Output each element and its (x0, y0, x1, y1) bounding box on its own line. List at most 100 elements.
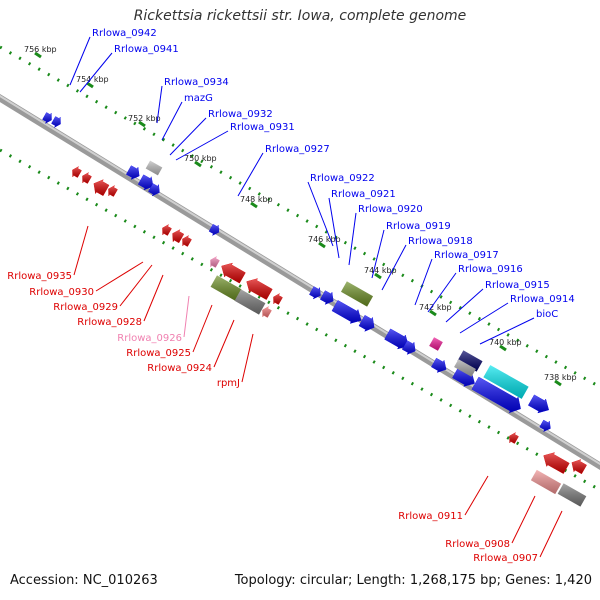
leader-line (371, 229, 385, 279)
rna-gene-box (341, 281, 373, 307)
accession-label: Accession: (10, 573, 79, 588)
misc-feature-box (429, 337, 443, 351)
gene-label: Rrlowa_0935 (7, 271, 72, 282)
gene-label: bioC (536, 309, 558, 320)
leader-line (119, 264, 153, 307)
forward-gene-arrow (527, 394, 550, 414)
gene-label: Rrlowa_0915 (485, 280, 550, 291)
length-label: Length: (356, 573, 406, 588)
leader-line (539, 510, 563, 558)
forward-gene-arrow (384, 328, 409, 350)
leader-line (348, 212, 357, 266)
gene-box-gray (557, 483, 587, 507)
reverse-gene-arrow (93, 179, 110, 197)
leader-line (464, 475, 489, 516)
tick-label: 754 kbp (76, 75, 109, 84)
major-tick (34, 51, 42, 59)
leader-line (241, 333, 254, 383)
gene-label: Rrlowa_0922 (310, 173, 375, 184)
forward-gene-arrow (309, 286, 321, 300)
reverse-gene-arrow (543, 452, 570, 474)
gene-label: Rrlowa_0942 (92, 28, 157, 39)
gene-label: Rrlowa_0919 (386, 221, 451, 232)
gene-box-navy (457, 350, 483, 372)
gene-label: Rrlowa_0920 (358, 204, 423, 215)
forward-gene-arrow (125, 165, 140, 180)
major-tick (194, 160, 202, 168)
reverse-gene-arrow (273, 292, 283, 305)
accession-info: Accession: NC_010263 (10, 573, 158, 588)
tick-label: 742 kbp (419, 303, 452, 312)
gene-label: Rrlowa_0928 (77, 317, 142, 328)
gene-label: Rrlowa_0908 (445, 539, 510, 550)
major-tick (499, 344, 507, 352)
gene-label: Rrlowa_0934 (164, 77, 229, 88)
major-tick (318, 241, 326, 249)
leader-line (479, 317, 535, 345)
gene-label: Rrlowa_0911 (398, 511, 463, 522)
major-tick (429, 309, 437, 317)
reverse-gene-arrow (221, 262, 246, 284)
reverse-gene-arrow (262, 305, 272, 318)
tick-label: 752 kbp (128, 114, 161, 123)
leader-line (511, 495, 536, 544)
length-value: 1,268,175 bp (409, 573, 497, 588)
topology-value: circular (299, 573, 348, 588)
forward-gene-arrow (319, 290, 334, 305)
gene-label: Rrlowa_0931 (230, 122, 295, 133)
leader-line (79, 52, 113, 93)
gene-label: Rrlowa_0930 (29, 287, 94, 298)
gene-label: Rrlowa_0917 (434, 250, 499, 261)
genome-stats: Topology: circular; Length: 1,268,175 bp… (234, 573, 592, 588)
leader-line (307, 181, 334, 247)
forward-gene-arrow (137, 174, 154, 191)
reverse-gene-arrow (108, 184, 118, 197)
reverse-gene-arrow (509, 431, 519, 444)
forward-gene-arrow (401, 340, 416, 355)
gene-label: Rrlowa_0932 (208, 109, 273, 120)
leader-line (161, 101, 183, 141)
reverse-gene-arrow (571, 459, 587, 475)
leader-line (192, 304, 213, 353)
reverse-gene-arrow (162, 223, 172, 236)
reverse-gene-arrow (82, 171, 92, 184)
tick-label: 748 kbp (240, 195, 273, 204)
leader-line (445, 288, 484, 323)
major-tick (250, 201, 258, 209)
topology-label: Topology: (234, 573, 296, 588)
major-tick (86, 81, 94, 89)
major-tick (138, 120, 146, 128)
gene-label: mazG (184, 93, 213, 104)
gene-label: Rrlowa_0941 (114, 44, 179, 55)
tick-label: 756 kbp (24, 45, 57, 54)
gene-label: Rrlowa_0929 (53, 302, 118, 313)
gene-label: Rrlowa_0926 (117, 333, 182, 344)
gene-label: Rrlowa_0907 (473, 553, 538, 564)
leader-line (459, 302, 509, 334)
leader-line (414, 258, 433, 306)
leader-line (156, 85, 163, 124)
leader-line (69, 36, 91, 86)
leader-line (381, 244, 407, 291)
forward-gene-arrow (539, 419, 551, 433)
leader-line (183, 295, 190, 338)
gene-label: Rrlowa_0921 (331, 189, 396, 200)
major-tick (554, 379, 562, 387)
upper-dotted-ruler (0, 45, 600, 389)
forward-gene-arrow (331, 300, 362, 324)
forward-gene-arrow (42, 112, 52, 125)
tick-label: 746 kbp (308, 235, 341, 244)
genes-label: Genes: (505, 573, 551, 588)
tick-label: 738 kbp (544, 373, 577, 382)
forward-gene-arrow (148, 183, 160, 197)
leader-line (143, 274, 164, 322)
reverse-gene-arrow (72, 165, 82, 178)
gene-label: Rrlowa_0914 (510, 294, 575, 305)
leader-line (73, 225, 89, 276)
major-tick (374, 272, 382, 280)
gene-label: Rrlowa_0924 (147, 363, 212, 374)
gene-label: Rrlowa_0918 (408, 236, 473, 247)
